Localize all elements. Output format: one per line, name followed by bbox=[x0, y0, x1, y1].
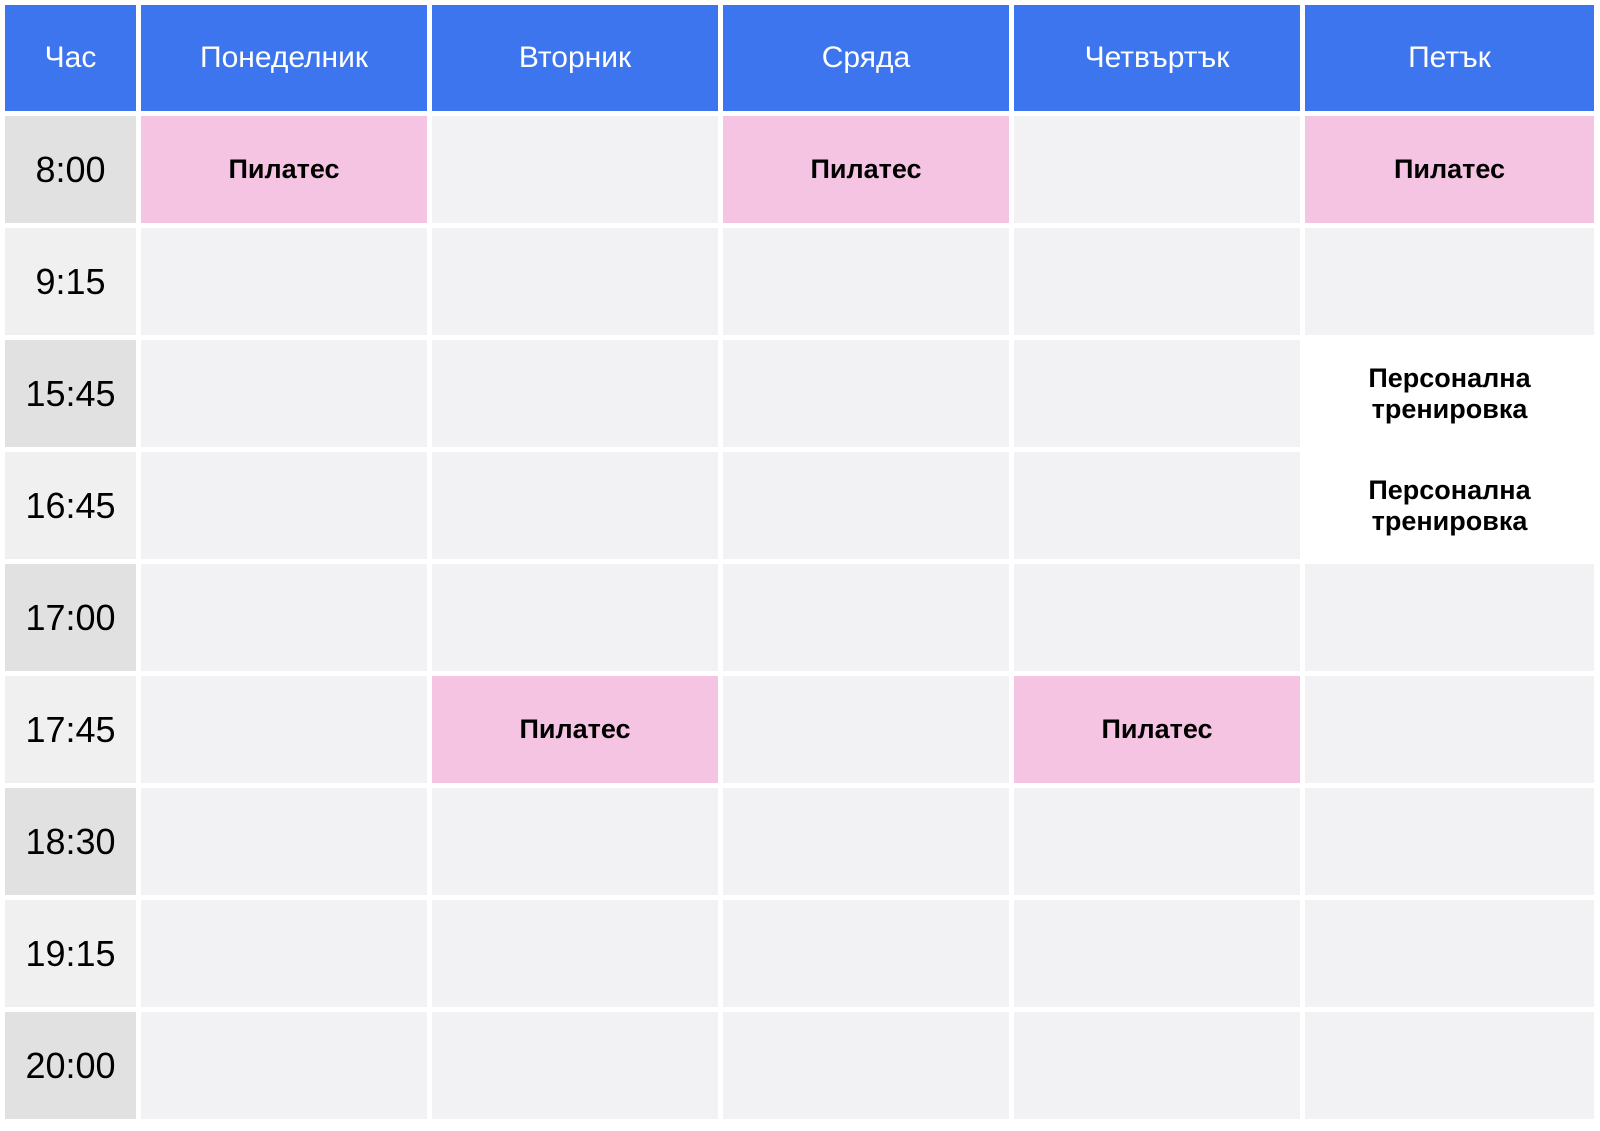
event-cell-pilates: Пилатес bbox=[1305, 116, 1594, 223]
schedule-cell-empty bbox=[1014, 452, 1300, 559]
schedule-cell-empty bbox=[141, 676, 427, 783]
table-row: 17:00 bbox=[5, 564, 1594, 671]
schedule-cell-empty bbox=[1014, 1012, 1300, 1119]
schedule-cell-empty bbox=[432, 788, 718, 895]
schedule-cell-empty bbox=[723, 564, 1009, 671]
schedule-cell-empty bbox=[1014, 788, 1300, 895]
schedule-cell-empty bbox=[141, 452, 427, 559]
schedule-cell-empty bbox=[432, 1012, 718, 1119]
schedule-cell-empty bbox=[1305, 676, 1594, 783]
schedule-cell-empty bbox=[1305, 564, 1594, 671]
schedule-cell-empty bbox=[432, 116, 718, 223]
table-row: 18:30 bbox=[5, 788, 1594, 895]
header-cell-wednesday: Сряда bbox=[723, 5, 1009, 111]
table-row: 9:15 bbox=[5, 228, 1594, 335]
header-row: Час Понеделник Вторник Сряда Четвъртък П… bbox=[5, 5, 1594, 111]
schedule-cell-empty bbox=[432, 452, 718, 559]
table-row: 17:45 Пилатес Пилатес bbox=[5, 676, 1594, 783]
schedule-cell-empty bbox=[723, 1012, 1009, 1119]
schedule-cell-empty bbox=[432, 900, 718, 1007]
time-cell: 19:15 bbox=[5, 900, 136, 1007]
event-cell-pilates: Пилатес bbox=[141, 116, 427, 223]
header-cell-thursday: Четвъртък bbox=[1014, 5, 1300, 111]
event-cell-pilates: Пилатес bbox=[432, 676, 718, 783]
header-cell-friday: Петък bbox=[1305, 5, 1594, 111]
time-cell: 16:45 bbox=[5, 452, 136, 559]
table-row: 15:45 Персонална тренировка bbox=[5, 340, 1594, 447]
event-cell-personal-training: Персонална тренировка bbox=[1305, 340, 1594, 447]
time-cell: 18:30 bbox=[5, 788, 136, 895]
time-cell: 15:45 bbox=[5, 340, 136, 447]
time-cell: 20:00 bbox=[5, 1012, 136, 1119]
schedule-cell-empty bbox=[432, 564, 718, 671]
time-cell: 9:15 bbox=[5, 228, 136, 335]
table-row: 19:15 bbox=[5, 900, 1594, 1007]
schedule-cell-empty bbox=[723, 452, 1009, 559]
schedule-cell-empty bbox=[723, 340, 1009, 447]
schedule-cell-empty bbox=[1305, 228, 1594, 335]
schedule-cell-empty bbox=[723, 228, 1009, 335]
schedule-cell-empty bbox=[141, 340, 427, 447]
schedule-cell-empty bbox=[1305, 900, 1594, 1007]
schedule-cell-empty bbox=[141, 900, 427, 1007]
schedule-cell-empty bbox=[1305, 788, 1594, 895]
schedule-cell-empty bbox=[141, 228, 427, 335]
schedule-cell-empty bbox=[1014, 564, 1300, 671]
header-cell-monday: Понеделник bbox=[141, 5, 427, 111]
header-cell-tuesday: Вторник bbox=[432, 5, 718, 111]
schedule-cell-empty bbox=[432, 228, 718, 335]
schedule-cell-empty bbox=[723, 676, 1009, 783]
schedule-cell-empty bbox=[1014, 340, 1300, 447]
event-cell-pilates: Пилатес bbox=[1014, 676, 1300, 783]
table-row: 20:00 bbox=[5, 1012, 1594, 1119]
schedule-cell-empty bbox=[1014, 228, 1300, 335]
time-cell: 17:45 bbox=[5, 676, 136, 783]
table-row: 16:45 Персонална тренировка bbox=[5, 452, 1594, 559]
schedule-cell-empty bbox=[1305, 1012, 1594, 1119]
schedule-cell-empty bbox=[723, 788, 1009, 895]
schedule-cell-empty bbox=[141, 564, 427, 671]
schedule-cell-empty bbox=[141, 788, 427, 895]
header-cell-time: Час bbox=[5, 5, 136, 111]
schedule-cell-empty bbox=[432, 340, 718, 447]
schedule-cell-empty bbox=[141, 1012, 427, 1119]
event-cell-personal-training: Персонална тренировка bbox=[1305, 452, 1594, 559]
schedule-cell-empty bbox=[1014, 116, 1300, 223]
event-cell-pilates: Пилатес bbox=[723, 116, 1009, 223]
schedule-cell-empty bbox=[1014, 900, 1300, 1007]
schedule-cell-empty bbox=[723, 900, 1009, 1007]
time-cell: 17:00 bbox=[5, 564, 136, 671]
time-cell: 8:00 bbox=[5, 116, 136, 223]
